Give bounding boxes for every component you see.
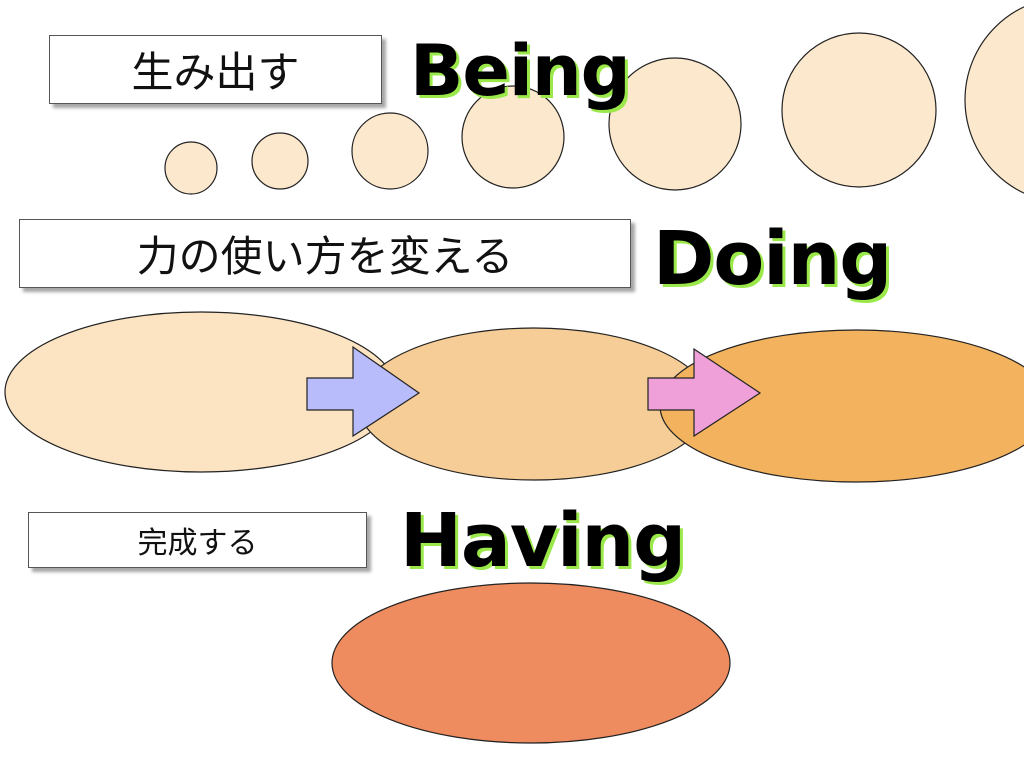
arrow-right-blue [306,345,421,438]
being-circle-4 [461,85,565,189]
having-label-box: 完成する [28,512,367,568]
being-circle-6 [781,32,937,188]
being-circle-2 [251,132,309,190]
doing-label: 力の使い方を変える [136,232,514,281]
being-circle-5 [608,57,742,191]
doing-label-box: 力の使い方を変える [19,219,631,288]
having-ellipse [331,582,731,744]
being-circles [164,6,1024,195]
doing-heading: Doing [653,216,892,302]
being-circle-7 [964,6,1024,194]
arrow-right-pink [647,347,762,438]
being-heading: Being [410,30,631,112]
having-heading: Having [400,498,686,584]
being-circle-1 [164,141,218,195]
being-circle-3 [351,112,429,190]
having-label: 完成する [137,526,258,561]
doing-ellipses [4,311,1024,483]
being-label: 生み出す [131,48,300,97]
being-label-box: 生み出す [49,35,382,104]
